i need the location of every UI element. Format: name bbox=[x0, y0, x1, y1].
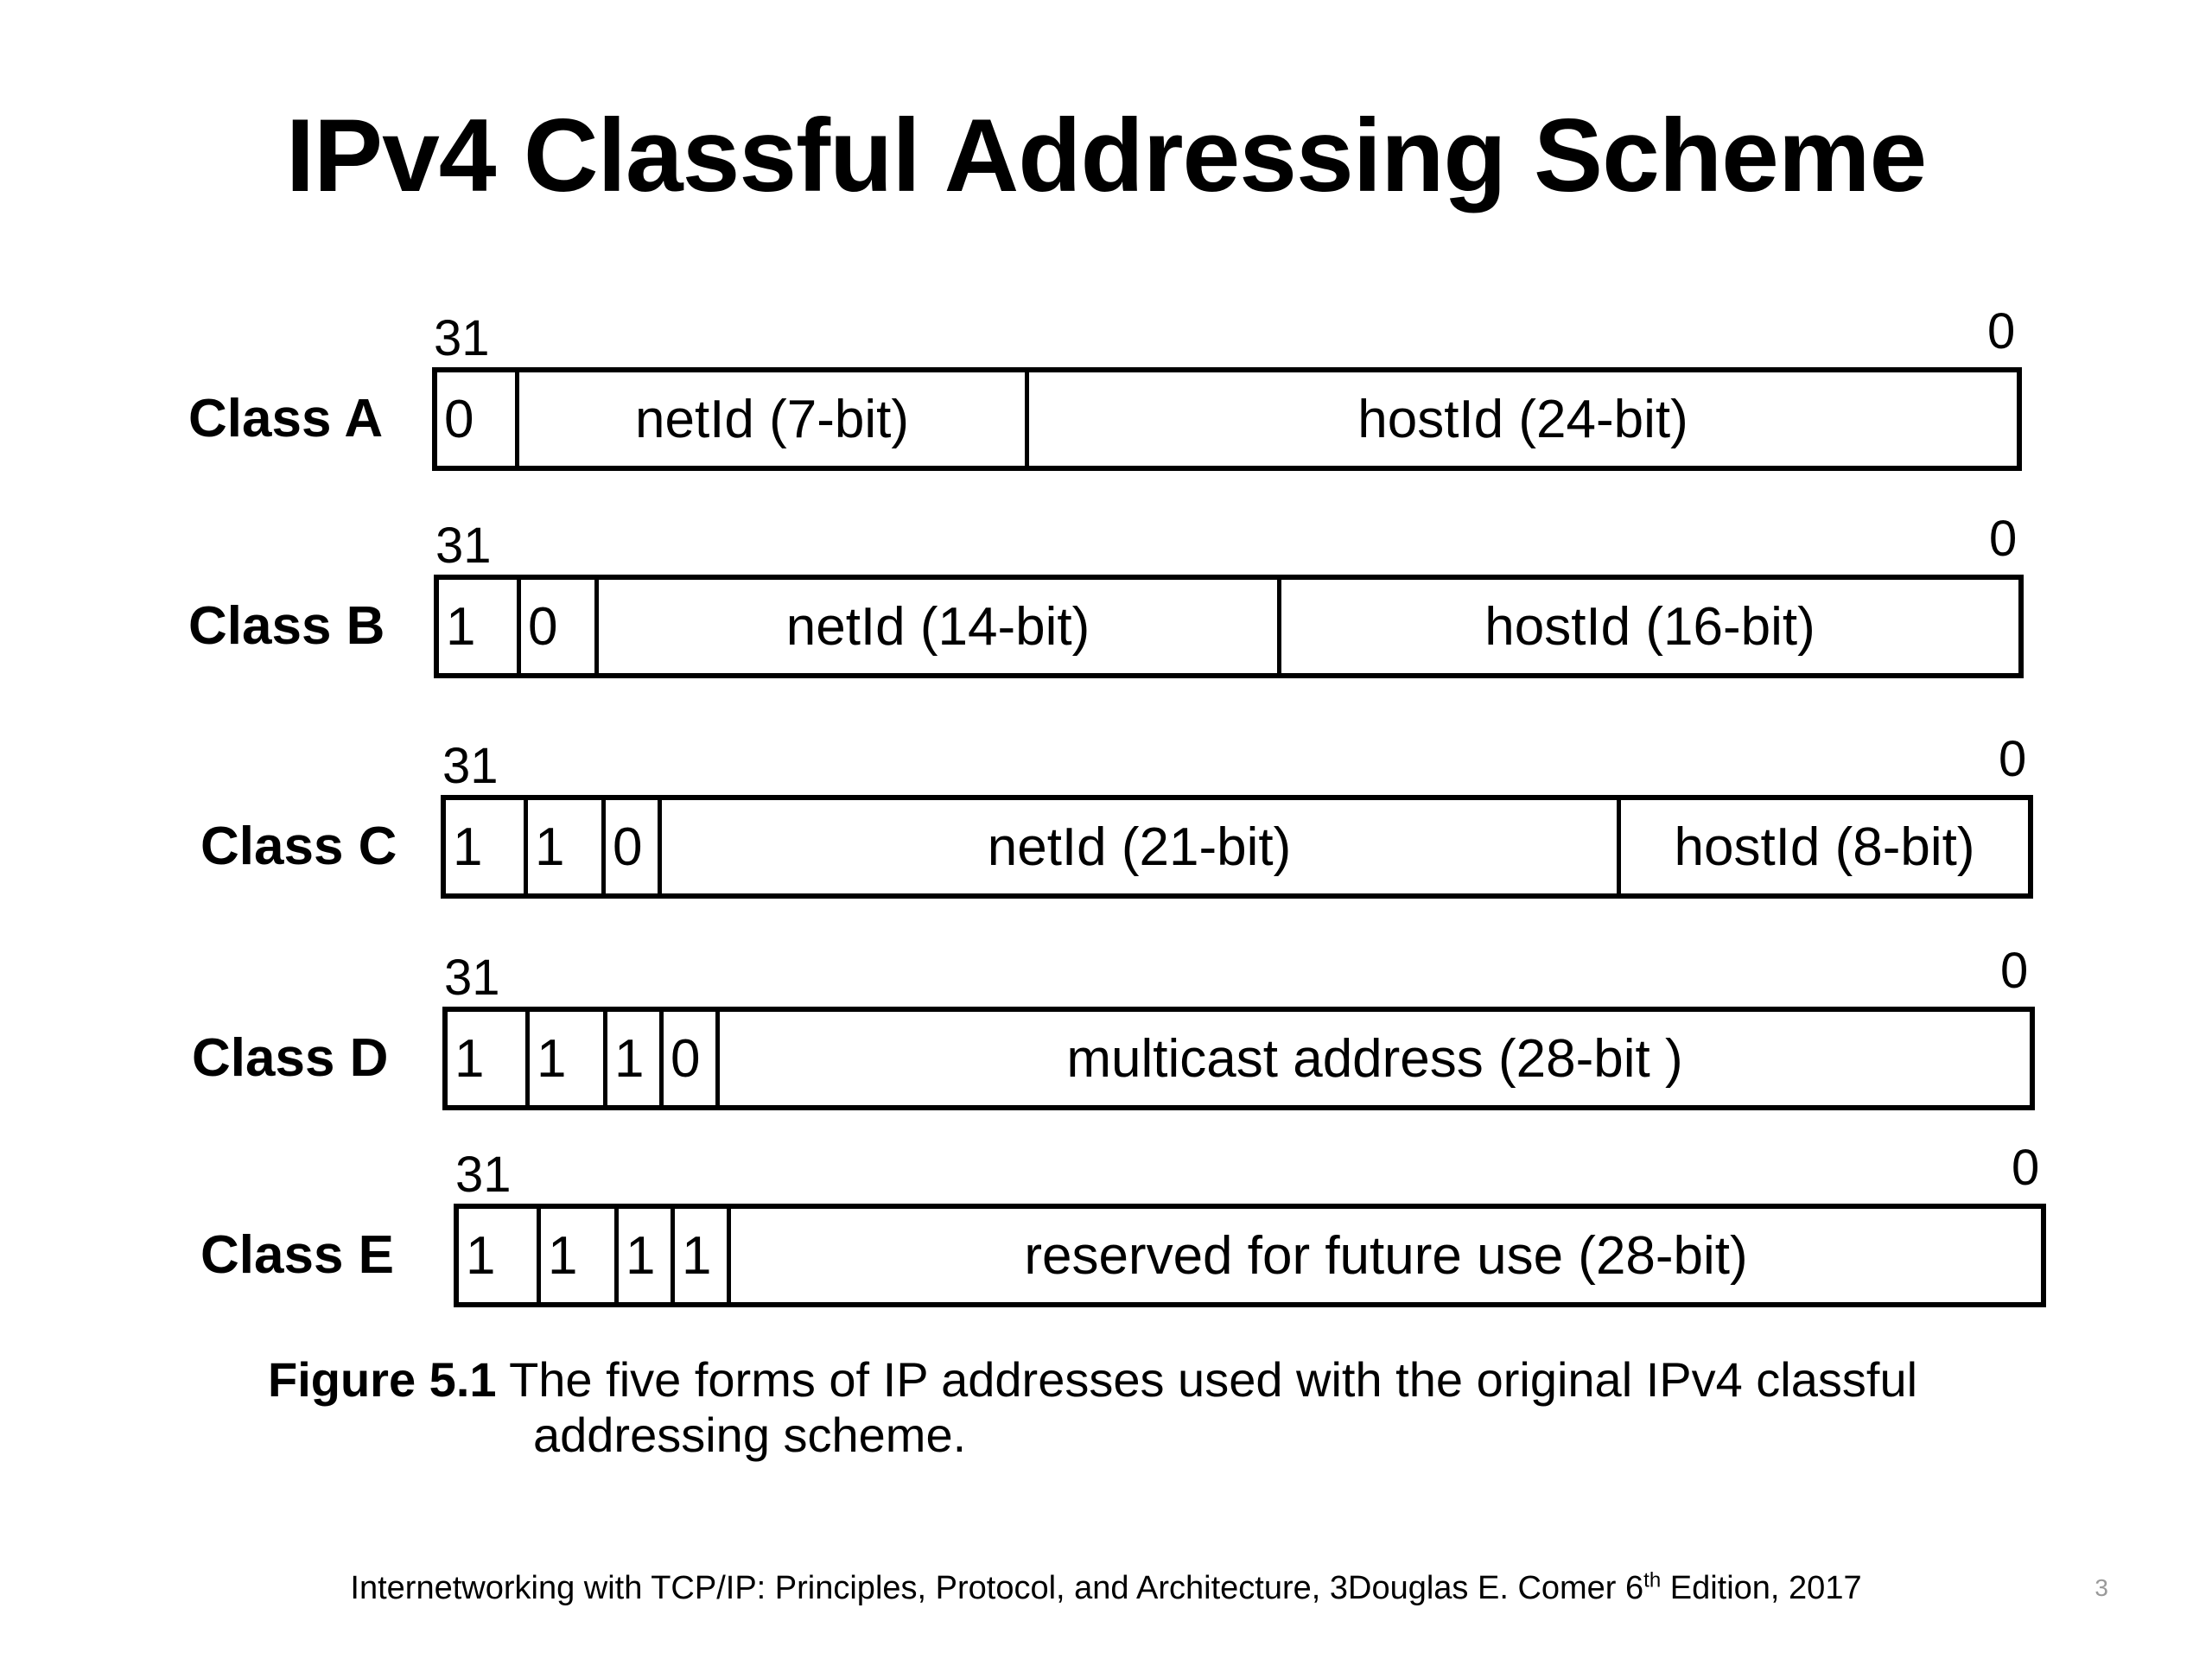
prefix-bit-cell: 1 bbox=[459, 1209, 541, 1302]
caption-line-2: addressing scheme. bbox=[533, 1408, 967, 1462]
address-field-cell: netId (14-bit) bbox=[599, 580, 1281, 673]
page-number: 3 bbox=[2094, 1574, 2108, 1601]
figure-caption: Figure 5.1 The five forms of IP addresse… bbox=[268, 1352, 2048, 1463]
prefix-bit-cell: 1 bbox=[607, 1012, 664, 1105]
address-field-cell: hostId (24-bit) bbox=[1357, 389, 1688, 449]
address-field-cell: hostId (16-bit) bbox=[1484, 596, 1815, 657]
citation-footer: Internetworking with TCP/IP: Principles,… bbox=[0, 1568, 2212, 1608]
prefix-bit-cell: 1 bbox=[675, 1209, 731, 1302]
bit-31-marker: 31 bbox=[442, 738, 499, 794]
prefix-bit-cell: 1 bbox=[448, 1012, 530, 1105]
prefix-bit-cell: 1 bbox=[541, 1209, 619, 1302]
address-field-cell: hostId (8-bit) bbox=[1674, 817, 1975, 877]
slide-title: IPv4 Classful Addressing Scheme bbox=[285, 98, 1928, 213]
address-field-cell: netId (21-bit) bbox=[662, 800, 1621, 893]
bit-31-marker: 31 bbox=[455, 1147, 512, 1203]
class-label: Class A bbox=[188, 389, 384, 448]
class-label: Class C bbox=[200, 817, 397, 876]
prefix-bit-cell: 1 bbox=[528, 800, 606, 893]
class-label: Class D bbox=[192, 1028, 389, 1088]
bit-0-marker: 0 bbox=[2012, 1140, 2040, 1196]
footer-text: Internetworking with TCP/IP: Principles,… bbox=[350, 1570, 1644, 1606]
prefix-bit-cell: 1 bbox=[446, 800, 528, 893]
prefix-bit-cell: 0 bbox=[437, 372, 519, 466]
prefix-bit-cell: 1 bbox=[530, 1012, 607, 1105]
bit-0-marker: 0 bbox=[1989, 511, 2018, 567]
prefix-bit-cell: 1 bbox=[439, 580, 521, 673]
bit-31-marker: 31 bbox=[444, 950, 500, 1006]
address-field-cell: netId (7-bit) bbox=[519, 372, 1029, 466]
bit-0-marker: 0 bbox=[1999, 731, 2027, 787]
bit-0-marker: 0 bbox=[1987, 303, 2016, 359]
prefix-bit-cell: 0 bbox=[521, 580, 599, 673]
bit-31-marker: 31 bbox=[434, 310, 490, 366]
prefix-bit-cell: 0 bbox=[664, 1012, 720, 1105]
bit-0-marker: 0 bbox=[2000, 943, 2029, 999]
caption-line-1: The five forms of IP addresses used with… bbox=[509, 1352, 1918, 1407]
prefix-bit-cell: 1 bbox=[619, 1209, 675, 1302]
address-field-cell: reserved for future use (28-bit) bbox=[1024, 1225, 1748, 1286]
footer-text-end: Edition, 2017 bbox=[1661, 1570, 1862, 1606]
footer-superscript: th bbox=[1643, 1568, 1662, 1592]
bit-31-marker: 31 bbox=[435, 518, 492, 574]
class-label: Class B bbox=[188, 596, 385, 656]
address-field-cell: multicast address (28-bit ) bbox=[1066, 1028, 1683, 1089]
prefix-bit-cell: 0 bbox=[606, 800, 662, 893]
class-label: Class E bbox=[200, 1225, 395, 1285]
figure-label: Figure 5.1 bbox=[268, 1352, 497, 1407]
